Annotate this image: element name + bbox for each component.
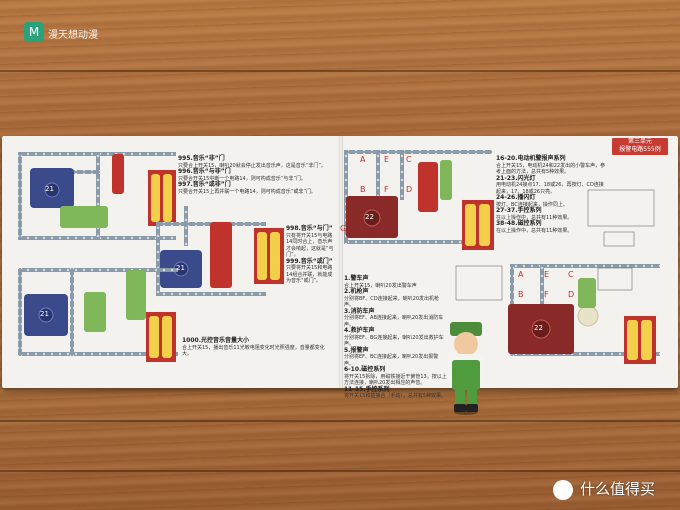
block-body: 只要合开关15中断一个电路14，则可构成音乐“与非”门。	[178, 175, 306, 182]
text-block-16-48: 16-20.电动机警报声系列 合上开关15，电动机24和22发出的小警车声，参考…	[496, 155, 606, 234]
watermark-text: 漫天想动漫	[48, 30, 98, 41]
block-title: 995.音乐“非”门	[178, 155, 225, 162]
block-title: 2.机枪声	[344, 288, 369, 295]
point-label-e: E	[384, 155, 390, 164]
plank-seam	[0, 70, 680, 72]
block-body: 只有将开关15与电路14同时合上，音乐声才会响起，这就是“与门”。	[286, 232, 334, 259]
point-label-e-right: E	[544, 270, 550, 279]
brand-watermark-text: 什么值得买	[580, 480, 656, 498]
plank-seam	[0, 420, 680, 422]
toy-figure	[448, 322, 484, 415]
point-label-c: C	[406, 155, 412, 164]
unit-badge: 第三单元 报警电路555例	[612, 138, 668, 155]
block-body: 合上开关15，喇叭20发出警车声	[344, 282, 417, 289]
block-body: 将开关15拆除，用磁铁接近干簧管13，按以上方法连接，喇叭20发出相应的声音。	[344, 373, 447, 387]
block-title: 3.消防车声	[344, 307, 375, 315]
point-label-d-right: D	[568, 290, 575, 299]
module-number-21-middle: 21	[176, 264, 185, 272]
point-label-g: G	[340, 224, 347, 233]
block-title: 11-15.手控系列	[344, 385, 390, 393]
block-title: 38-48.磁控系列	[496, 220, 542, 227]
point-label-c-right: C	[568, 270, 574, 279]
module-number-21-top: 21	[45, 185, 54, 193]
text-block-995: 995.音乐“非”门 只要合上开关15，喇叭20就会停止发出音乐声，这是音乐“非…	[178, 155, 338, 195]
block-title: 21-23.闪光灯	[496, 174, 536, 182]
point-label-d: D	[406, 185, 413, 194]
block-body: 只要合开关15上再并联一个电路14，则可构成音乐“或非”门。	[178, 188, 316, 195]
block-title: 997.音乐“或非”门	[178, 181, 231, 188]
text-block-998: 998.音乐“与门” 只有将开关15与电路14同时合上，音乐声才会响起，这就是“…	[286, 225, 336, 285]
point-label-b-right: B	[518, 290, 524, 299]
block-title: 16-20.电动机警报声系列	[496, 155, 566, 162]
block-title: 996.音乐“与非”门	[178, 168, 231, 175]
block-body: 只要将开关15和电路14组合并联，就能成为音乐“或门”。	[286, 265, 333, 284]
point-label-f: F	[384, 185, 389, 194]
block-title: 27-37.手控系列	[496, 207, 542, 214]
left-middle-circuit	[156, 206, 284, 296]
block-body: 分别将EF、AB连接起来，喇叭20发出消防车声。	[344, 315, 444, 328]
block-body: 分别将BF、CD连接起来，喇叭20发出机枪声。	[344, 295, 440, 309]
brand-icon	[553, 480, 573, 500]
block-body: 合上开关15，播出音乐11光敏电阻变化时光照强度，音量都变化大。	[182, 344, 325, 358]
point-label-f-right: F	[544, 290, 549, 299]
watermark-logo-icon: M	[24, 22, 44, 42]
block-body: 将开关15和插接合（手动），总共有5种效果。	[344, 393, 447, 399]
block-title: 1000.光控音乐音量大小	[182, 337, 249, 344]
module-number-22-bottom: 22	[534, 324, 543, 332]
block-title: 5.报警声	[344, 346, 369, 354]
book-spine	[339, 136, 343, 388]
block-body: 在以上操作中，总共有11种效果。	[496, 214, 573, 221]
block-body: 分别将EF、BG连接起来，喇叭20发出救护车声。	[344, 334, 444, 348]
block-title: 4.救护车声	[344, 327, 375, 334]
badge-line-2: 报警电路555例	[619, 146, 661, 153]
module-number-21-bottom: 21	[40, 310, 49, 318]
block-body: 只要合上开关15，喇叭20就会停止发出音乐声，这是音乐“非门”。	[178, 162, 326, 169]
schematic-diagrams	[455, 189, 655, 301]
left-top-circuit	[18, 152, 176, 240]
block-body: 分别将EF、BC连接起来，喇叭20发出报警声。	[344, 354, 439, 367]
block-title: 998.音乐“与门”	[286, 225, 333, 232]
right-top-circuit	[344, 150, 494, 250]
block-body: 按灯、BC连接起来，操作同上。	[496, 201, 568, 208]
left-bottom-circuit	[18, 268, 178, 362]
plank-seam	[0, 470, 680, 472]
badge-line-1: 第三单元	[627, 138, 652, 145]
block-title: 24-26.播闪灯	[496, 194, 536, 201]
block-body: 用电动机24接点17、18或26，再按灯、CD连接起来，17、18或26只亮。	[496, 182, 604, 195]
block-body: 合上开关15，电动机24和22发出的小警车声，参考上面的方法，总共有5种效果。	[496, 162, 606, 176]
block-title: 999.音乐“或门”	[286, 257, 333, 265]
right-bottom-circuit	[508, 264, 660, 364]
point-label-a-right: A	[518, 270, 524, 279]
point-label-b: B	[360, 185, 366, 194]
text-block-1000: 1000.光控音乐音量大小 合上开关15，播出音乐11光敏电阻变化时光照强度，音…	[182, 337, 332, 358]
text-block-1-15: 1.警车声 合上开关15，喇叭20发出警车声 2.机枪声 分别将BF、CD连接起…	[344, 275, 448, 400]
module-number-22-top: 22	[365, 213, 374, 221]
block-title: 1.警车声	[344, 275, 369, 282]
block-title: 6-10.磁控系列	[344, 366, 386, 373]
point-label-a: A	[360, 155, 366, 164]
block-body: 在以上操作中，总共有11种效果。	[496, 227, 573, 234]
